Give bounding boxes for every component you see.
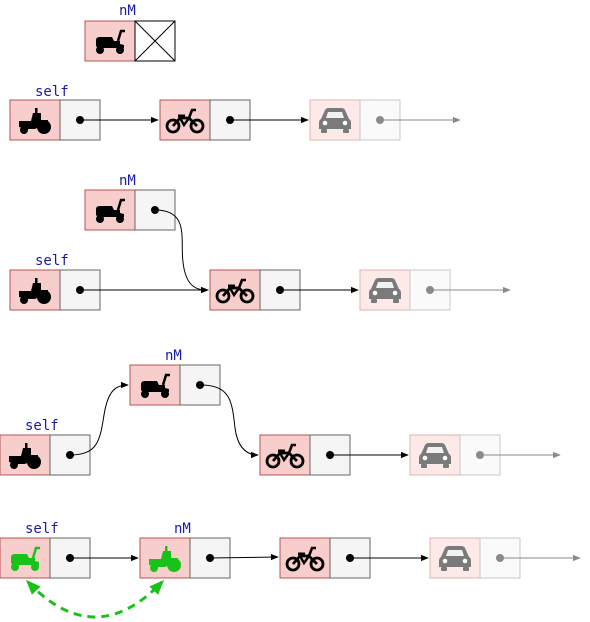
next-arrow [69, 381, 129, 456]
row-4-list: self nM [0, 521, 581, 619]
row-1-new-node: nM [84, 3, 176, 62]
row-3-list: self nM [0, 348, 561, 476]
self-label: self [25, 521, 59, 537]
node-value-box [209, 269, 261, 311]
row-2-list: self [9, 253, 511, 311]
node-value-box [259, 434, 311, 476]
next-arrow [209, 553, 279, 561]
next-arrow [199, 384, 259, 459]
node-value-box [279, 537, 331, 579]
row-2-new-node: nM [84, 173, 209, 294]
next-arrow [154, 209, 209, 294]
null-cross-icon [134, 20, 176, 62]
nm-label: nM [165, 348, 182, 364]
nm-label: nM [119, 3, 136, 19]
self-label: self [35, 253, 69, 269]
nm-label: nM [174, 521, 191, 537]
node-value-box [159, 99, 211, 141]
self-label: self [35, 84, 69, 100]
nm-label: nM [119, 173, 136, 189]
self-label: self [25, 418, 59, 434]
swap-values-arrow [25, 579, 165, 619]
row-1-list: self [9, 84, 461, 141]
